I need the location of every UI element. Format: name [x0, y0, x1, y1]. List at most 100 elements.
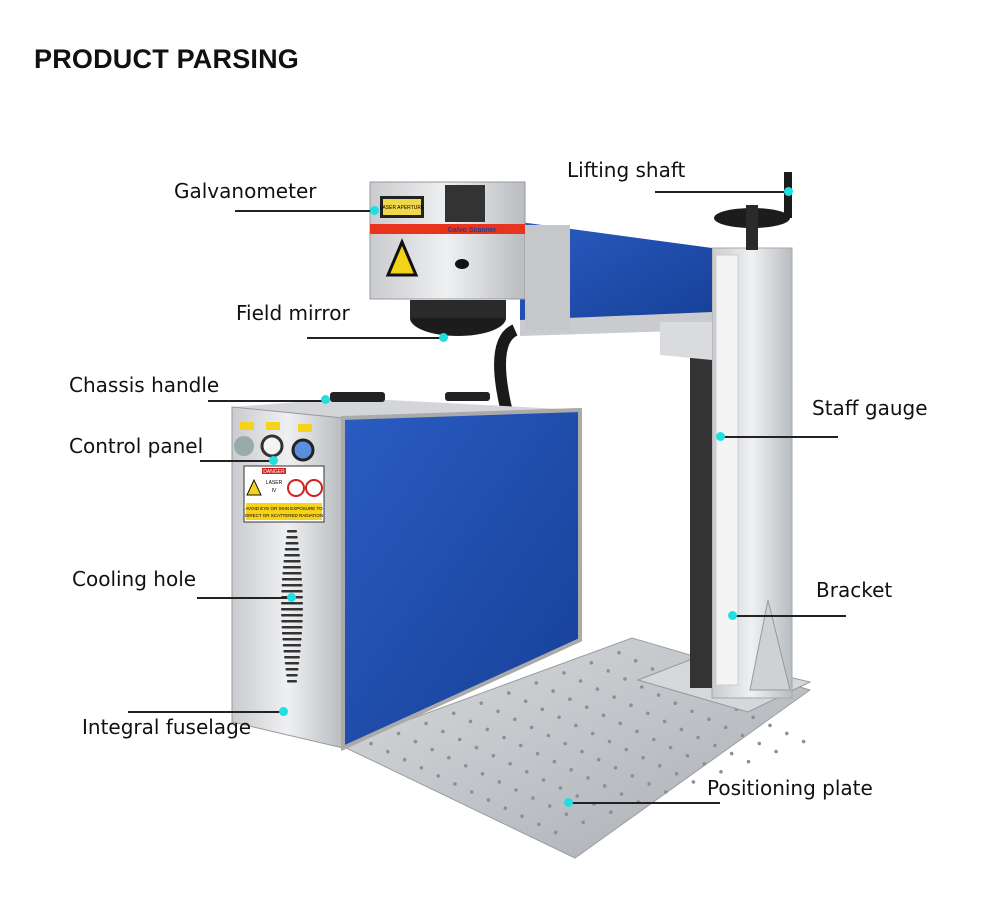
plate-hole [785, 731, 789, 736]
plate-hole [497, 780, 502, 784]
marker-dot [287, 593, 296, 602]
plate-hole [641, 755, 645, 760]
plate-hole [618, 721, 622, 726]
cooling-slot [283, 650, 301, 653]
plate-hole [480, 772, 485, 776]
plate-hole [558, 786, 563, 790]
plate-hole [656, 693, 661, 697]
plate-hole [757, 741, 762, 746]
plate-hole [569, 768, 573, 772]
plate-hole [537, 822, 541, 827]
cooling-slot [285, 542, 299, 545]
plate-hole [613, 766, 618, 770]
plate-hole [546, 733, 551, 738]
plate-hole [386, 749, 390, 754]
plate-hole [707, 717, 711, 722]
plate-hole [540, 707, 545, 712]
plate-hole [617, 650, 621, 655]
cooling-slot [284, 656, 300, 659]
cooling-slot [284, 662, 300, 665]
marker-dot [370, 206, 379, 215]
plate-hole [514, 788, 518, 792]
plate-hole [562, 671, 566, 675]
plate-hole [513, 717, 517, 722]
cooling-slot [282, 638, 302, 641]
plate-hole [402, 757, 407, 762]
leader-line [235, 210, 374, 212]
cooling-slot [286, 536, 298, 539]
plate-hole [647, 782, 651, 786]
plate-hole [430, 747, 435, 752]
label-positioning-plate: Positioning plate [707, 776, 873, 800]
plate-hole [607, 739, 612, 744]
label-staff-gauge: Staff gauge [812, 396, 928, 420]
page-title: PRODUCT PARSING [34, 44, 300, 74]
plate-hole [589, 661, 594, 665]
plate-hole [534, 681, 539, 685]
leader-line [720, 436, 838, 438]
plate-hole [612, 695, 616, 699]
plate-hole [529, 725, 534, 730]
plate-hole [463, 764, 468, 768]
cooling-slot [285, 668, 299, 671]
plate-hole [586, 776, 590, 780]
plate-hole [590, 731, 595, 736]
marker-dot [728, 611, 737, 620]
plate-hole [664, 790, 668, 794]
leader-line [128, 711, 283, 713]
plate-hole [729, 751, 734, 756]
plate-hole [581, 820, 585, 825]
plate-hole [768, 723, 772, 728]
danger-text: DANGER [263, 469, 285, 475]
plate-hole [595, 687, 600, 691]
plate-hole [696, 735, 700, 740]
warning-line-1: AVOID EYE OR SKIN EXPOSURE TO [245, 506, 323, 511]
plate-hole [609, 810, 613, 814]
cooling-slot [281, 602, 303, 605]
plate-hole [658, 764, 662, 768]
plate-hole [551, 689, 555, 693]
plate-hole [468, 719, 473, 724]
plate-hole [723, 725, 728, 730]
label-galvanometer: Galvanometer [174, 179, 317, 203]
cooling-slot [281, 608, 303, 611]
plate-hole [624, 747, 629, 752]
label-cooling-hole: Cooling hole [72, 567, 197, 591]
plate-hole [519, 743, 523, 748]
laser-class-text: IV [272, 488, 277, 494]
plate-hole [535, 751, 540, 756]
chassis-handle [330, 392, 385, 402]
plate-hole [574, 723, 578, 728]
leader-line [200, 460, 273, 462]
cooling-slot [284, 548, 300, 551]
plate-hole [606, 669, 610, 673]
plate-hole [496, 709, 500, 714]
cooling-slot [281, 626, 303, 629]
cooling-slot [284, 554, 300, 557]
plate-hole [564, 812, 569, 816]
plate-hole [578, 679, 583, 683]
leader-line [307, 337, 443, 339]
plate-hole [633, 659, 638, 663]
plate-hole [491, 753, 496, 758]
plate-hole [541, 778, 546, 782]
plate-hole [673, 701, 678, 705]
bracket [749, 599, 791, 691]
marker-dot [716, 432, 725, 441]
cooling-slot [281, 614, 303, 617]
label-bracket: Bracket [816, 578, 893, 602]
plate-hole [479, 701, 484, 705]
plate-hole [485, 727, 490, 732]
leader-line [655, 191, 788, 193]
plate-hole [650, 667, 655, 671]
plate-hole [457, 737, 462, 742]
plate-hole [719, 770, 723, 774]
plate-hole [746, 759, 751, 764]
leader-line [208, 400, 325, 402]
plate-hole [419, 766, 424, 770]
marker-dot [439, 333, 448, 342]
marker-dot [321, 395, 330, 404]
plate-hole [553, 830, 558, 835]
label-field-mirror: Field mirror [236, 301, 350, 325]
cooling-slot [283, 560, 301, 563]
